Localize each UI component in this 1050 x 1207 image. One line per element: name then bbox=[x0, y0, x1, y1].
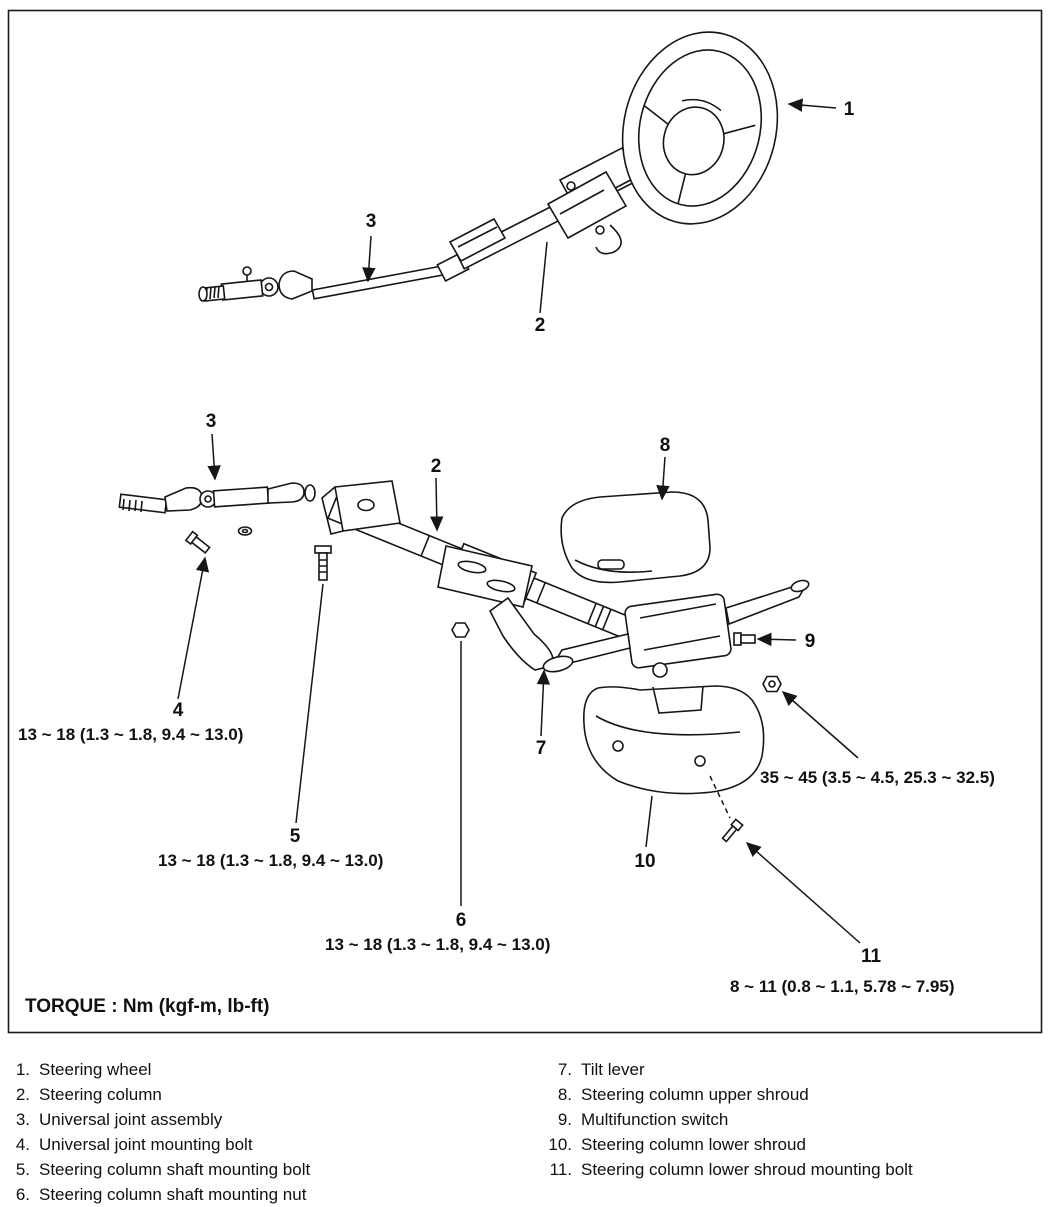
upper-shroud-drawing bbox=[560, 491, 711, 584]
shaft-mounting-nut-drawing bbox=[451, 622, 470, 638]
ujoint-mounting-bolt-drawing bbox=[184, 530, 211, 555]
parts-legend: 1. Steering wheel 2. Steering column 3. Uni… bbox=[0, 1045, 1050, 1207]
callout-11: 11 bbox=[861, 946, 882, 967]
lower-assembly-drawing bbox=[118, 480, 810, 843]
legend-item-label: Multifunction switch bbox=[581, 1110, 729, 1129]
callout-2-upper: 2 bbox=[535, 315, 546, 336]
legend-item-number: 1. bbox=[15, 1060, 30, 1079]
torque-spec-4: 13 ~ 18 (1.3 ~ 1.8, 9.4 ~ 13.0) bbox=[18, 725, 243, 744]
torque-units-note: TORQUE : Nm (kgf-m, lb-ft) bbox=[25, 996, 270, 1017]
legend-item-label: Steering column shaft mounting nut bbox=[39, 1185, 307, 1204]
legend-item-label: Steering column shaft mounting bolt bbox=[39, 1160, 311, 1179]
callout-2-lower: 2 bbox=[431, 456, 442, 477]
legend-item: 11. Steering column lower shroud mounting… bbox=[540, 1157, 1050, 1182]
main-column-drawing bbox=[314, 480, 656, 649]
legend-item: 4. Universal joint mounting bolt bbox=[6, 1132, 540, 1157]
legend-item-label: Steering column upper shroud bbox=[581, 1085, 809, 1104]
legend-item: 7. Tilt lever bbox=[540, 1057, 1050, 1082]
legend-item: 5. Steering column shaft mounting bolt bbox=[6, 1157, 540, 1182]
torque-spec-11: 8 ~ 11 (0.8 ~ 1.1, 5.78 ~ 7.95) bbox=[730, 977, 954, 996]
callout-7: 7 bbox=[536, 738, 547, 759]
steering-column-figure: 1 3 2 3 2 4 5 6 7 8 9 10 11 13 ~ 18 (1.3… bbox=[7, 9, 1043, 1034]
shroud-mounting-bolt-drawing bbox=[721, 818, 744, 843]
callout-3-lower: 3 bbox=[206, 411, 217, 432]
callout-3-upper: 3 bbox=[366, 211, 377, 232]
legend-item-label: Steering column lower shroud bbox=[581, 1135, 806, 1154]
legend-item: 8. Steering column upper shroud bbox=[540, 1082, 1050, 1107]
legend-item: 3. Universal joint assembly bbox=[6, 1107, 540, 1132]
legend-item-number: 2. bbox=[15, 1085, 30, 1104]
leader-lines bbox=[177, 98, 861, 944]
upper-assembly-drawing bbox=[198, 31, 779, 302]
legend-item-number: 9. bbox=[557, 1110, 572, 1129]
legend-item-number: 10. bbox=[548, 1135, 572, 1154]
callout-1: 1 bbox=[844, 99, 855, 120]
legend-item-label: Steering column bbox=[39, 1085, 162, 1104]
tilt-lever-drawing bbox=[488, 596, 554, 671]
legend-item-label: Universal joint mounting bolt bbox=[39, 1135, 253, 1154]
legend-column-right: 7. Tilt lever 8. Steering column upper shr… bbox=[540, 1057, 1050, 1207]
legend-item-number: 4. bbox=[15, 1135, 30, 1154]
steering-wheel-drawing bbox=[621, 31, 779, 225]
legend-column-left: 1. Steering wheel 2. Steering column 3. Uni… bbox=[6, 1057, 540, 1207]
legend-item-number: 11. bbox=[549, 1160, 572, 1179]
shaft-mounting-bolt-drawing bbox=[314, 545, 332, 581]
legend-item-number: 7. bbox=[557, 1060, 572, 1079]
callout-10: 10 bbox=[634, 851, 655, 872]
legend-item: 2. Steering column bbox=[6, 1082, 540, 1107]
torque-spec-6: 13 ~ 18 (1.3 ~ 1.8, 9.4 ~ 13.0) bbox=[325, 935, 550, 954]
callout-6: 6 bbox=[456, 910, 467, 931]
callout-8: 8 bbox=[660, 435, 671, 456]
multifunction-switch-drawing bbox=[542, 579, 810, 693]
legend-item: 6. Steering column shaft mounting nut bbox=[6, 1182, 540, 1207]
legend-item: 1. Steering wheel bbox=[6, 1057, 540, 1082]
legend-item-number: 3. bbox=[15, 1110, 30, 1129]
ujoint-assembly-drawing bbox=[118, 482, 316, 555]
callout-5: 5 bbox=[290, 826, 301, 847]
upper-ujoint-drawing bbox=[198, 252, 470, 302]
legend-item: 9. Multifunction switch bbox=[540, 1107, 1050, 1132]
callout-4: 4 bbox=[173, 700, 184, 721]
callout-9: 9 bbox=[805, 631, 816, 652]
legend-item-number: 5. bbox=[15, 1160, 30, 1179]
legend-item-number: 6. bbox=[15, 1185, 30, 1204]
torque-spec-9: 35 ~ 45 (3.5 ~ 4.5, 25.3 ~ 32.5) bbox=[760, 768, 995, 787]
figure-border bbox=[7, 9, 1043, 1034]
legend-item-label: Steering column lower shroud mounting bo… bbox=[581, 1160, 913, 1179]
legend-item-label: Tilt lever bbox=[581, 1060, 645, 1079]
lower-shroud-drawing bbox=[582, 685, 765, 795]
steering-column-diagram: 1 3 2 3 2 4 5 6 7 8 9 10 11 13 ~ 18 (1.3… bbox=[7, 9, 1043, 1034]
legend-item: 10. Steering column lower shroud bbox=[540, 1132, 1050, 1157]
legend-item-label: Steering wheel bbox=[39, 1060, 152, 1079]
legend-item-label: Universal joint assembly bbox=[39, 1110, 223, 1129]
legend-item-number: 8. bbox=[557, 1085, 572, 1104]
torque-spec-5: 13 ~ 18 (1.3 ~ 1.8, 9.4 ~ 13.0) bbox=[158, 851, 383, 870]
